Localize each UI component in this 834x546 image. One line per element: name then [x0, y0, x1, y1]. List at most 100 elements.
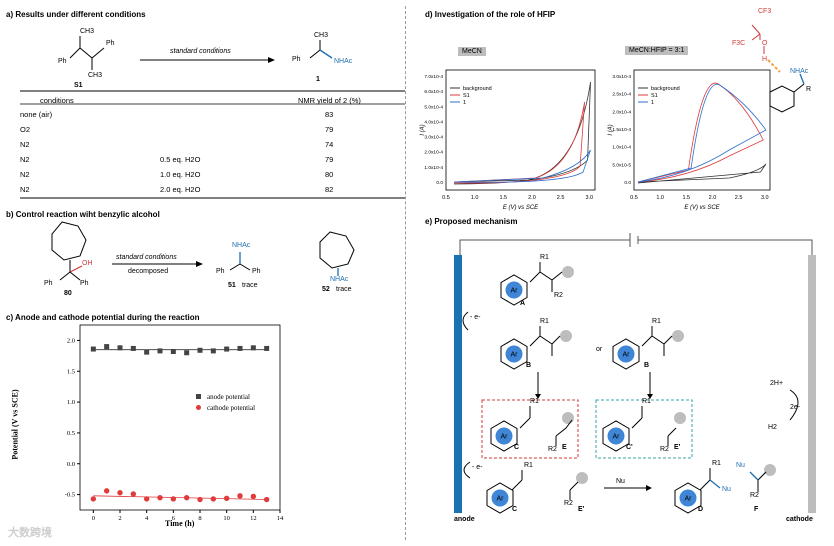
- p52-label: 52: [322, 286, 330, 293]
- label-e-prime: E': [674, 444, 681, 451]
- conditions-label: standard conditions: [116, 254, 177, 261]
- tag-mecn: MeCN: [458, 47, 486, 56]
- anode-label: anode: [454, 516, 475, 523]
- r2-label: R2: [750, 492, 759, 499]
- ar-disc: [505, 345, 523, 363]
- ar-label: Ar: [511, 288, 519, 295]
- sm-80-label: 80: [64, 290, 72, 297]
- table-row: O2 79: [20, 121, 405, 138]
- ch3-label: CH3: [314, 32, 329, 39]
- cv-y-tick-label: 1.5x10-4: [612, 127, 631, 133]
- ar-disc: [491, 489, 509, 507]
- ph-label: Ph: [58, 58, 67, 65]
- p52-trace: trace: [336, 286, 352, 293]
- cv-ylabel: I (A): [608, 124, 614, 135]
- benzene-ring: [490, 420, 518, 452]
- cond-cell: N2: [20, 140, 30, 149]
- cv-x-tick-label: 2.5: [735, 195, 743, 201]
- ph-label: Ph: [252, 268, 261, 275]
- anode-point: [170, 349, 176, 355]
- cond-cell: O2: [20, 125, 31, 134]
- y-tick-label: 2.0: [67, 337, 75, 344]
- cv-legend-label: S1: [651, 93, 658, 99]
- ph-label: Ph: [292, 56, 301, 63]
- label-a: A: [520, 300, 526, 307]
- cv-legend-label: background: [651, 86, 680, 92]
- cv-y-tick-label: 5.0x10-5: [612, 162, 631, 168]
- ch3-label: CH3: [88, 72, 103, 79]
- r2-label: R2: [660, 446, 669, 453]
- cv-x-tick-label: 0.5: [442, 195, 450, 201]
- extra-cell: 0.5 eq. H2O: [160, 155, 201, 164]
- y-tick-label: 0.5: [67, 430, 75, 437]
- cv-x-tick-label: 1.0: [471, 195, 479, 201]
- cv-x-tick-label: 2.0: [528, 195, 536, 201]
- anode-point: [237, 345, 243, 351]
- anode-point: [264, 345, 270, 351]
- label-e: E: [562, 444, 567, 451]
- ph-label: Ph: [216, 268, 225, 275]
- cv-y-tick-label: 6.0x10-4: [424, 89, 443, 95]
- cv-x-tick-label: 1.0: [656, 195, 664, 201]
- conditions-label: standard conditions: [170, 48, 231, 55]
- cathode-point: [143, 496, 150, 502]
- table-row: N2 1.0 eq. H2O 80: [20, 166, 405, 183]
- benzene-ring: [612, 338, 640, 370]
- cv-y-tick-label: 7.0x10-4: [424, 74, 443, 80]
- cathode-point: [157, 494, 163, 501]
- label-f: F: [754, 506, 759, 513]
- panel-c-title: c) Anode and cathode potential during th…: [6, 313, 200, 322]
- cathode-point: [130, 491, 137, 497]
- cv-curve-1: [453, 149, 591, 183]
- nu-label: Nu: [722, 486, 731, 493]
- yield-cell: 74: [325, 140, 334, 149]
- y-tick-label: 1.5: [67, 368, 75, 375]
- label-e-prime: E': [578, 506, 585, 513]
- cathode-point: [237, 493, 243, 499]
- ar-label: Ar: [685, 496, 693, 503]
- nhac-label: NHAc: [790, 68, 809, 75]
- x-tick-label: 4: [145, 515, 149, 522]
- two-e-label: 2e-: [790, 404, 801, 411]
- ph-label: Ph: [80, 280, 89, 287]
- cv-xlabel: E (V) vs SCE: [503, 205, 539, 211]
- anode-point: [210, 348, 216, 354]
- label-c-prime: C': [626, 444, 633, 451]
- cv-legend-label: background: [463, 86, 492, 92]
- ar-label: Ar: [511, 352, 519, 359]
- anode-point: [117, 345, 123, 351]
- cv-y-tick-label: 3.0x10-4: [424, 135, 443, 141]
- table-row: N2 0.5 eq. H2O 79: [20, 151, 405, 168]
- anode-point: [184, 350, 190, 356]
- yield-cell: 79: [325, 125, 334, 134]
- cv-y-tick-label: 5.0x10-4: [424, 104, 443, 110]
- p51-trace: trace: [242, 282, 258, 289]
- r1-label: R1: [652, 318, 661, 325]
- anode-point: [197, 347, 203, 353]
- r2-label: R2: [548, 446, 557, 453]
- product-label: 1: [316, 76, 320, 83]
- label-b: B: [526, 362, 532, 369]
- label-b: B: [644, 362, 650, 369]
- cv-y-tick-label: 2.5x10-4: [612, 92, 631, 98]
- panel-divider: [405, 6, 406, 540]
- header-yield: NMR yield of 2 (%): [298, 96, 361, 105]
- ar-disc: [505, 281, 523, 299]
- cv-curve-1: [637, 83, 767, 183]
- or-label: or: [596, 346, 603, 353]
- y-tick-label: 1.0: [67, 399, 75, 406]
- chart-c-legend: anode potential cathode potential: [196, 393, 255, 415]
- nhac-label: NHAc: [334, 58, 353, 65]
- x-tick-label: 10: [223, 515, 230, 522]
- cv-frame: [633, 69, 771, 191]
- benzene-ring: [674, 482, 702, 514]
- cv-x-tick-label: 1.5: [499, 195, 507, 201]
- chart-c-xlabel: Time (h): [165, 519, 195, 528]
- r1-label: R1: [540, 254, 549, 261]
- anode-point: [104, 344, 110, 350]
- anode-point: [250, 345, 256, 351]
- cv-x-tick-label: 1.5: [682, 195, 690, 201]
- table-header: conditions NMR yield of 2 (%): [20, 92, 405, 109]
